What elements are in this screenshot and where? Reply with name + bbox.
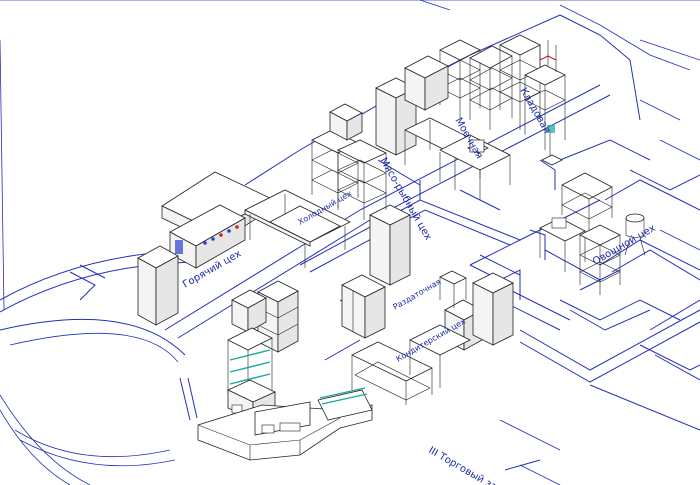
veg-shelf xyxy=(579,224,621,295)
veg-peeler-machine xyxy=(624,213,646,256)
pantry-shelving-3 xyxy=(469,45,513,130)
chair-red xyxy=(539,40,557,72)
wash-table-lower xyxy=(351,341,433,405)
fridge-upper-center xyxy=(329,103,363,141)
work-table-mid-2 xyxy=(439,134,511,200)
dish-shelf-center xyxy=(439,270,467,308)
serving-counter xyxy=(197,387,373,461)
wash-table-lower-2 xyxy=(409,324,471,388)
scale-stand xyxy=(541,125,563,166)
veg-table-2 xyxy=(539,217,586,272)
label-serving: Раздаточная xyxy=(392,277,443,312)
fridge-double-door xyxy=(341,274,386,339)
work-tables-hot-shop xyxy=(244,189,351,268)
label-sales-hall: III Торговый зал xyxy=(427,445,505,485)
tall-cabinet-right xyxy=(472,272,514,346)
cooking-range xyxy=(169,204,246,269)
veg-table-1 xyxy=(561,172,613,230)
shelving-center-2 xyxy=(337,139,387,220)
small-table-hot xyxy=(231,289,267,333)
tall-cabinet-center xyxy=(369,204,411,286)
refrigerator-tall-left xyxy=(137,245,179,326)
serving-rack-glass xyxy=(227,327,273,402)
meat-grinder xyxy=(467,139,489,154)
pantry-shelving-5 xyxy=(524,64,566,150)
pantry-shelving-2 xyxy=(404,55,449,111)
label-pantry: Кладовая xyxy=(517,86,552,135)
